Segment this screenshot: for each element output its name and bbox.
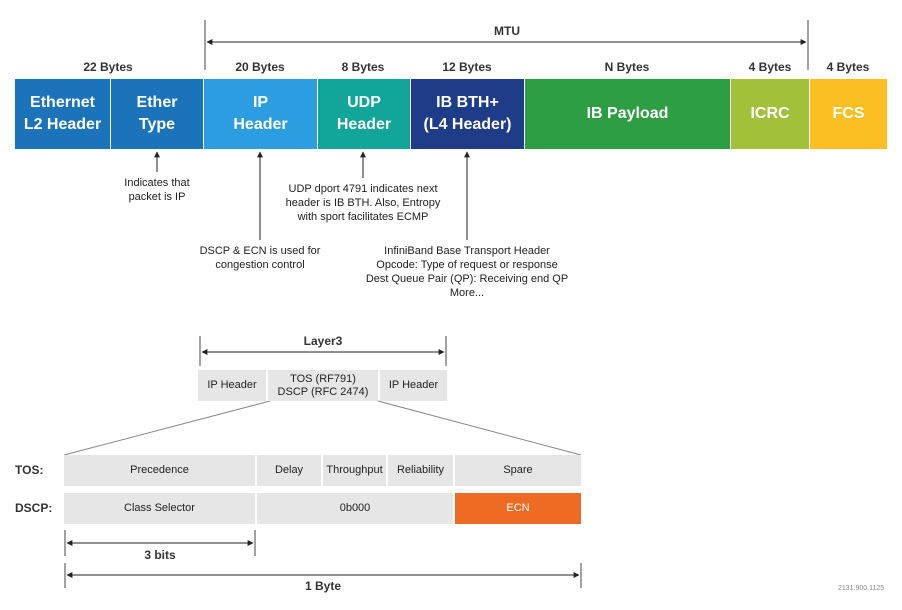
layer3-ip-header-left: IP Header bbox=[198, 370, 266, 401]
tos-spare: Spare bbox=[455, 455, 581, 486]
segment-ether-type: Ether Type bbox=[111, 79, 203, 149]
tos-row-label: TOS: bbox=[15, 463, 44, 477]
note-udp: UDP dport 4791 indicates next header is … bbox=[285, 183, 441, 223]
note-ip: DSCP & ECN is used for congestion contro… bbox=[199, 245, 321, 271]
tos-precedence: Precedence bbox=[64, 455, 255, 486]
segment-label: IB Payload bbox=[586, 105, 669, 122]
bytes-label-ip: 20 Bytes bbox=[235, 60, 285, 74]
layer3-label: Layer3 bbox=[303, 334, 343, 348]
segment-ethernet-l2-header: Ethernet L2 Header bbox=[15, 79, 110, 149]
tos-reliability: Reliability bbox=[388, 455, 453, 486]
byte-label: 1 Byte bbox=[304, 579, 342, 593]
expand-right-line bbox=[377, 400, 582, 456]
segment-label: IB BTH+ (L4 Header) bbox=[423, 94, 512, 133]
dscp-class-selector: Class Selector bbox=[64, 493, 255, 524]
segment-ib-payload: IB Payload bbox=[525, 79, 730, 149]
tos-throughput: Throughput bbox=[323, 455, 386, 486]
segment-label: UDP Header bbox=[336, 94, 392, 133]
mtu-label: MTU bbox=[494, 24, 520, 38]
segment-ib-bth: IB BTH+ (L4 Header) bbox=[411, 79, 524, 149]
bytes-label-bth: 12 Bytes bbox=[442, 60, 492, 74]
layer3-ip-header-right: IP Header bbox=[380, 370, 447, 401]
bytes-label-payload: N Bytes bbox=[604, 60, 650, 74]
tos-delay: Delay bbox=[257, 455, 321, 486]
segment-label: Ether Type bbox=[136, 94, 178, 133]
segment-icrc: ICRC bbox=[731, 79, 809, 149]
dscp-row-label: DSCP: bbox=[15, 501, 53, 515]
segment-ip-header: IP Header bbox=[204, 79, 317, 149]
figure-id: 2131.900.1125 bbox=[838, 585, 885, 592]
bytes-label-udp: 8 Bytes bbox=[341, 60, 385, 74]
expand-left-line bbox=[63, 400, 271, 456]
dscp-0b000: 0b000 bbox=[257, 493, 453, 524]
bytes-label-fcs: 4 Bytes bbox=[826, 60, 870, 74]
segment-label: IP Header bbox=[233, 94, 288, 133]
segment-fcs: FCS bbox=[810, 79, 887, 149]
segment-udp-header: UDP Header bbox=[318, 79, 410, 149]
bytes-label-icrc: 4 Bytes bbox=[748, 60, 792, 74]
segment-label: ICRC bbox=[750, 105, 790, 122]
note-bth: InfiniBand Base Transport Header Opcode:… bbox=[365, 245, 569, 299]
segment-label: Ethernet L2 Header bbox=[23, 94, 102, 133]
bytes-label-ethernet: 22 Bytes bbox=[83, 60, 133, 74]
bits-label: 3 bits bbox=[144, 548, 176, 562]
dscp-ecn: ECN bbox=[455, 493, 581, 524]
layer3-tos-dscp: TOS (RF791) DSCP (RFC 2474) bbox=[268, 370, 378, 401]
segment-label: FCS bbox=[832, 105, 865, 122]
note-ethertype: Indicates that packet is IP bbox=[124, 177, 190, 203]
